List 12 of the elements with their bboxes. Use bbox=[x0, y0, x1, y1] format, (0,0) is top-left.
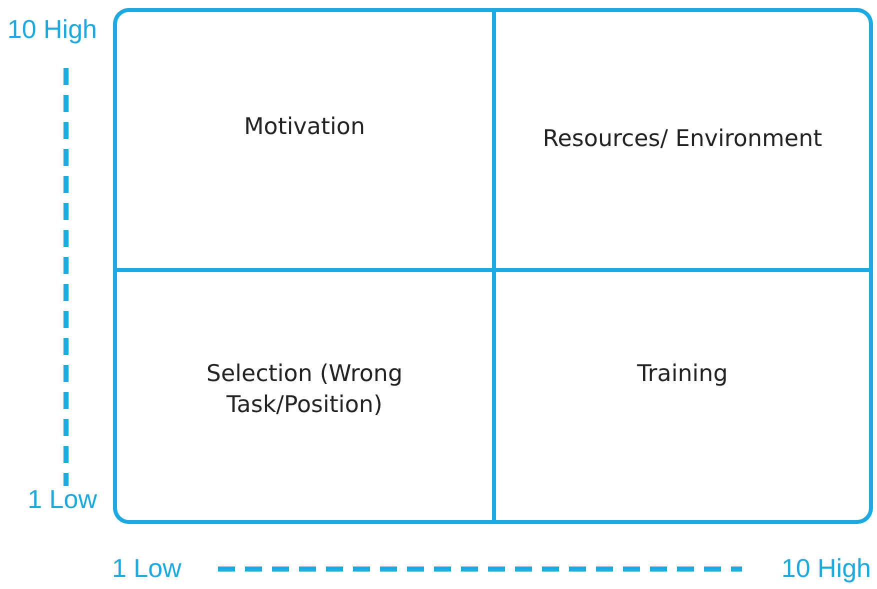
quadrant-label: Motivation bbox=[244, 113, 366, 142]
axis-label: 1 Low bbox=[28, 484, 97, 515]
quadrant-label: Selection (Wrong Task/Position) bbox=[205, 360, 404, 420]
matrix-quadrant bbox=[113, 8, 494, 270]
axis-label: 1 Low bbox=[112, 553, 182, 584]
quadrant-label: Resources/ Environment bbox=[542, 125, 822, 154]
quadrant-label: Training bbox=[637, 360, 728, 390]
matrix-quadrant bbox=[494, 8, 873, 270]
axis-label: 10 High bbox=[781, 553, 871, 584]
matrix-quadrant bbox=[494, 270, 873, 524]
axis-label: 10 High bbox=[7, 14, 97, 45]
matrix-quadrant bbox=[113, 270, 494, 524]
